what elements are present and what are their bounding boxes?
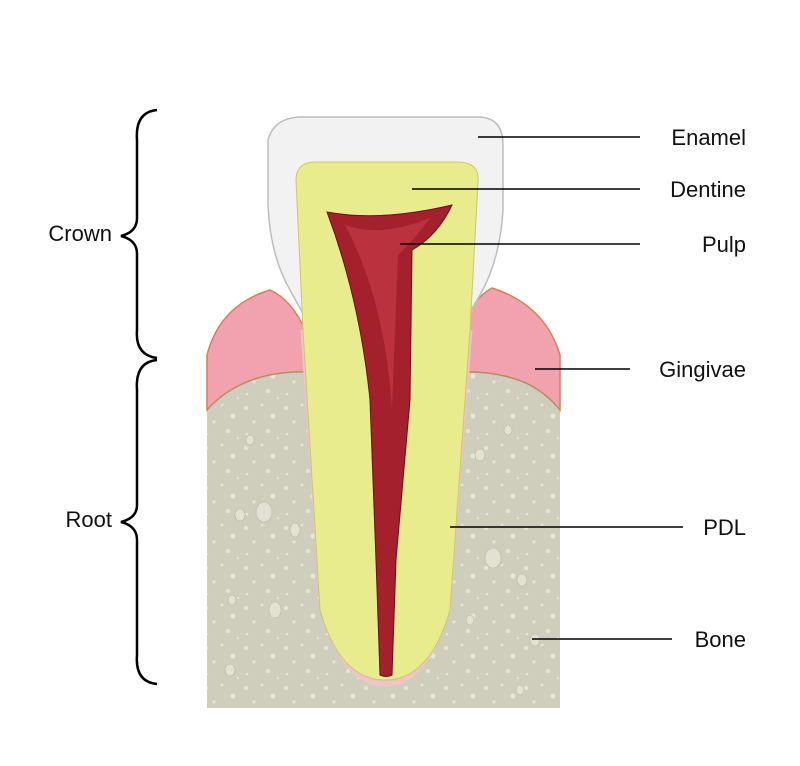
dentine-label: Dentine [670, 177, 746, 202]
bone-texture [224, 424, 541, 696]
root-label: Root [66, 507, 112, 532]
bone-label: Bone [695, 627, 746, 652]
root-bracket [120, 358, 158, 686]
pulp-label: Pulp [702, 232, 746, 257]
crown-label: Crown [48, 221, 112, 246]
crown-bracket [120, 108, 158, 360]
pdl-label: PDL [703, 515, 746, 540]
pulp-chamber [326, 204, 453, 677]
pulp-highlight [345, 218, 430, 410]
enamel-label: Enamel [671, 125, 746, 150]
gingivae-label: Gingivae [659, 357, 746, 382]
